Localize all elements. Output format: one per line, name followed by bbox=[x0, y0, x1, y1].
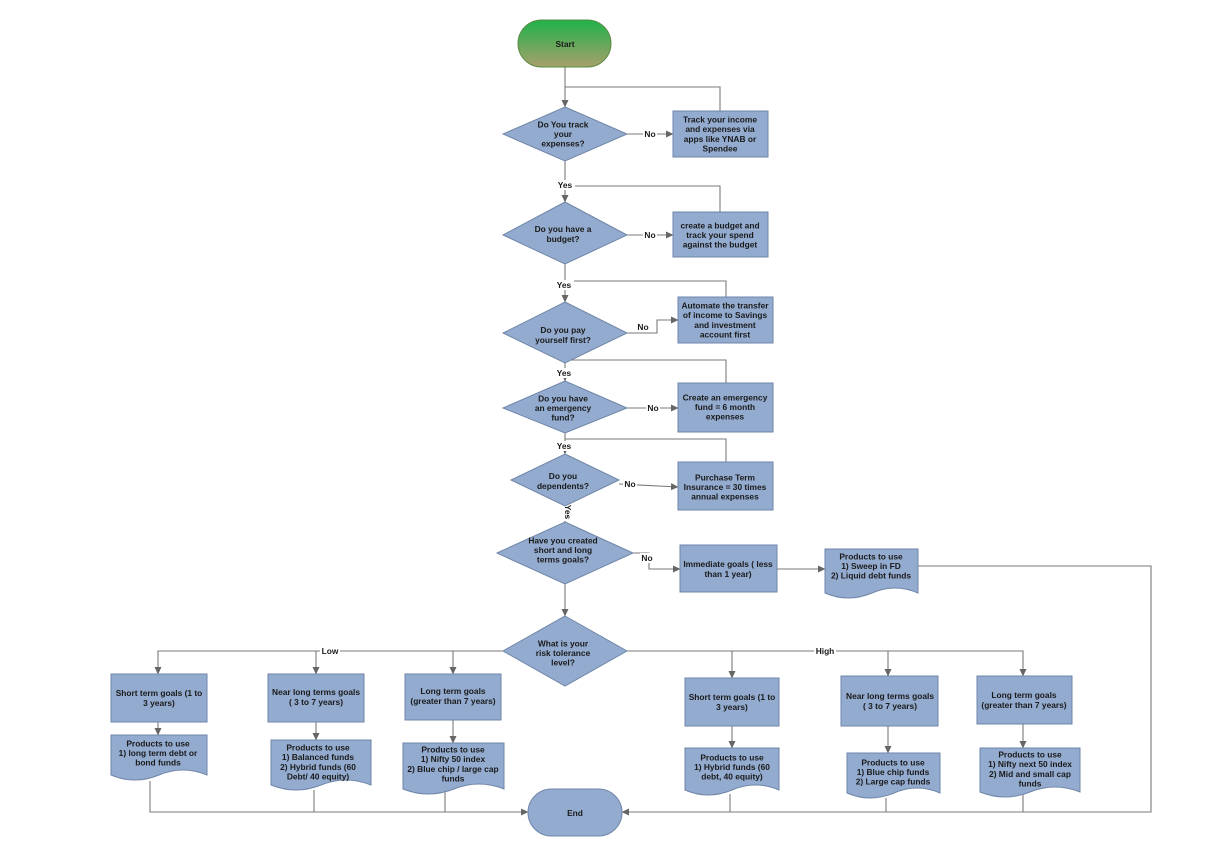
edge-pay-no bbox=[627, 316, 679, 334]
edge-pay-emergency-loop bbox=[565, 359, 727, 383]
label-risk-low: Low bbox=[322, 646, 339, 656]
nodes bbox=[110, 19, 1081, 837]
start-label: Start bbox=[555, 39, 574, 49]
start-terminal bbox=[517, 19, 612, 68]
label-budget-no: No bbox=[644, 230, 655, 240]
process-create-budget bbox=[672, 211, 769, 258]
process-term-insurance bbox=[677, 461, 774, 511]
label-dependents-yes: Yes bbox=[563, 505, 573, 520]
label-pay-yes: Yes bbox=[557, 368, 572, 378]
edge-dependents-loop bbox=[565, 438, 727, 462]
document-low-short-products bbox=[110, 734, 208, 781]
process-low-near-long-term bbox=[267, 673, 365, 723]
label-pay-no: No bbox=[637, 322, 648, 332]
label-emergency-no: No bbox=[647, 403, 658, 413]
edge-pay-loop bbox=[565, 280, 727, 297]
document-low-near-products bbox=[270, 739, 372, 791]
document-high-near-products bbox=[846, 752, 941, 799]
process-high-short-term bbox=[684, 677, 780, 727]
document-high-long-products bbox=[979, 747, 1081, 798]
label-track-yes: Yes bbox=[558, 180, 573, 190]
decision-emergency-fund bbox=[501, 380, 629, 434]
label-goals-no: No bbox=[641, 553, 652, 563]
label-dependents-no: No bbox=[624, 479, 635, 489]
label-track-no: No bbox=[644, 129, 655, 139]
process-high-long-term-label: Long term goals(greater than 7 years) bbox=[981, 690, 1066, 710]
process-track-apps bbox=[672, 110, 769, 158]
process-high-near-long-term-label: Near long terms goals( 3 to 7 years) bbox=[846, 691, 934, 711]
document-low-long-products bbox=[402, 742, 505, 795]
end-label: End bbox=[567, 808, 583, 818]
end-terminal bbox=[527, 788, 623, 837]
decision-budget bbox=[501, 201, 629, 265]
edge-risk-high bbox=[627, 650, 1027, 677]
label-budget-yes: Yes bbox=[557, 280, 572, 290]
document-immediate-products bbox=[824, 548, 919, 599]
decision-pay-yourself bbox=[501, 301, 629, 364]
label-risk-high: High bbox=[816, 646, 835, 656]
document-high-short-products bbox=[684, 747, 780, 796]
decision-track-expenses bbox=[501, 106, 629, 162]
edge-low-short-to-end bbox=[149, 781, 529, 816]
edge-labels: No Yes No Yes No Yes No Yes No Yes No Lo… bbox=[320, 129, 836, 656]
edge-risk-low bbox=[154, 650, 503, 675]
process-emergency-fund bbox=[677, 382, 774, 433]
decision-risk-tolerance bbox=[501, 615, 629, 687]
process-immediate-goals bbox=[679, 544, 778, 593]
decision-goals bbox=[495, 521, 635, 585]
decision-dependents bbox=[509, 453, 621, 507]
edge-budget-loop bbox=[565, 185, 721, 212]
edge-track-loop bbox=[565, 86, 721, 111]
process-high-long-term bbox=[976, 675, 1073, 725]
label-emergency-yes: Yes bbox=[557, 441, 572, 451]
process-low-short-term bbox=[110, 673, 208, 723]
process-automate-transfer bbox=[677, 296, 774, 344]
process-low-long-term-label: Long term goals(greater than 7 years) bbox=[410, 686, 495, 706]
process-high-near-long-term bbox=[840, 675, 939, 727]
process-low-near-long-term-label: Near long terms goals( 3 to 7 years) bbox=[272, 687, 360, 707]
process-low-long-term bbox=[404, 673, 502, 721]
